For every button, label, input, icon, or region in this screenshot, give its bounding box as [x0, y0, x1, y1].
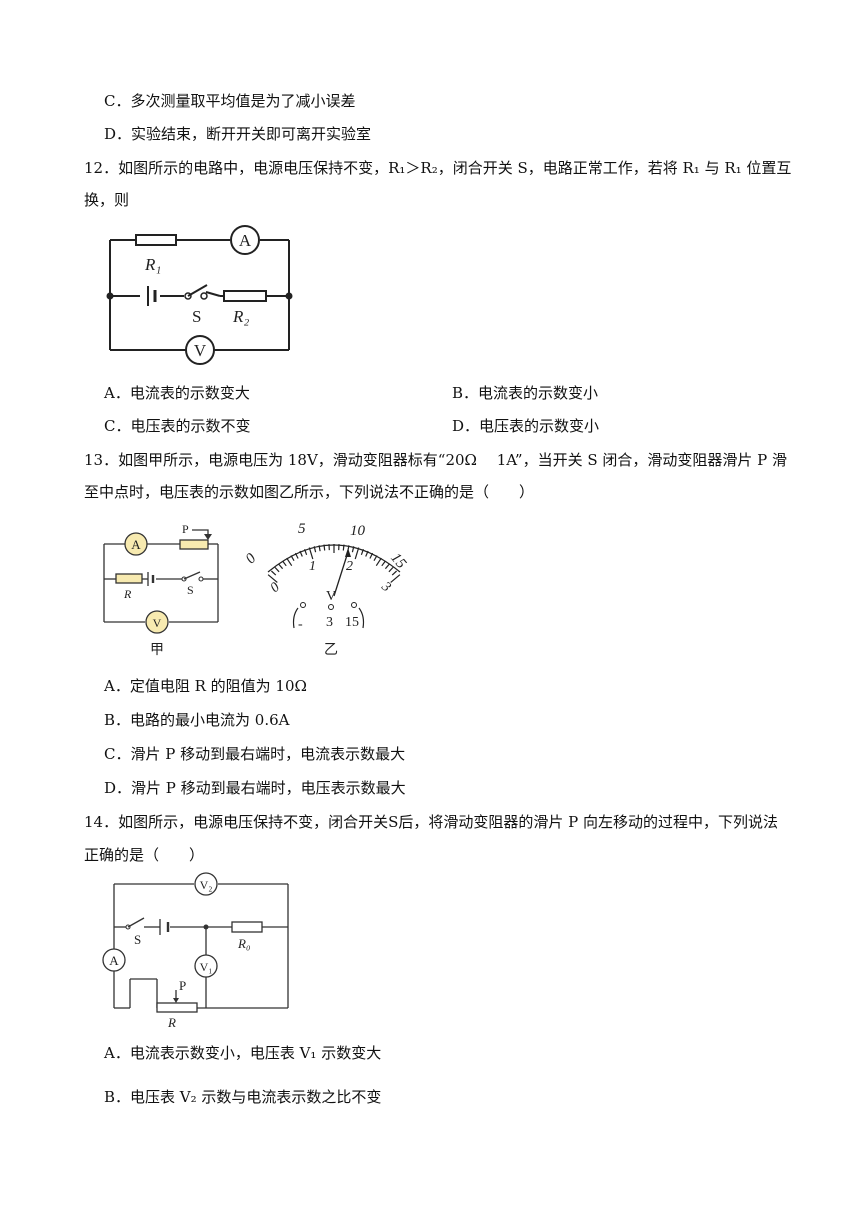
q12-resistor-r1 — [135, 234, 177, 246]
q14-stem-line2: 正确的是（ ） — [84, 846, 205, 864]
q13-stem-line1: 13．如图甲所示，电源电压为 18V，滑动变阻器标有“20Ω 1A”，当开关 S… — [84, 451, 788, 469]
q13-ammeter-label: A — [131, 537, 141, 552]
dial-upper-15: 15 — [387, 550, 409, 572]
q13-option-a: A．定值电阻 R 的阻值为 10Ω — [104, 677, 307, 695]
q13-s-label: S — [187, 583, 194, 597]
q14-voltmeter-v1-icon — [194, 954, 218, 978]
dial-unit: V — [326, 589, 336, 604]
q14-ammeter-label: A — [109, 953, 119, 968]
dial-lower-3: 3 — [378, 579, 394, 596]
q13-ammeter-icon — [124, 532, 148, 556]
q14-resistor-r0 — [231, 921, 263, 933]
q13-option-c: C．滑片 P 移动到最右端时，电流表示数最大 — [104, 745, 406, 763]
q13-voltmeter-dial-yi: 0 5 10 15 0 1 2 3 V - 3 15 乙 — [243, 521, 410, 658]
dial-lower-2: 2 — [346, 559, 353, 574]
dial-tick — [278, 563, 284, 570]
q14-ammeter-icon — [102, 948, 126, 972]
dial-tick — [391, 570, 398, 576]
q12-option-d: D．电压表的示数变小 — [452, 417, 600, 435]
q14-stem-line1: 14．如图所示，电源电压保持不变，闭合开关S后，将滑动变阻器的滑片 P 向左移动… — [84, 813, 778, 831]
q13-rheostat — [179, 539, 209, 550]
dial-upper-10: 10 — [350, 523, 366, 539]
dial-tick — [375, 557, 382, 567]
q13-option-d: D．滑片 P 移动到最右端时，电压表示数最大 — [104, 779, 406, 797]
dial-terminal-3: 3 — [326, 615, 333, 630]
dial-tick — [274, 566, 280, 573]
dial-tick — [270, 570, 277, 576]
dial-tick — [354, 547, 360, 560]
dial-tick — [282, 560, 287, 567]
q13-r-label: R — [123, 587, 132, 601]
q14-v1-label: V₁ — [200, 960, 213, 974]
q13-p-label: P — [182, 522, 189, 536]
q13-voltmeter-icon — [145, 610, 169, 634]
q14-p-label: P — [179, 978, 186, 993]
dial-tick — [388, 566, 394, 573]
q13-resistor-r — [115, 573, 143, 584]
dial-tick — [286, 557, 293, 567]
q14-voltmeter-v2-icon — [194, 872, 218, 896]
dial-terminal-minus: - — [298, 617, 303, 632]
q14-v2-label: V₂ — [200, 878, 213, 892]
q14-rheostat-r — [156, 1002, 198, 1013]
q12-option-a: A．电流表的示数变大 — [104, 384, 250, 402]
q13-stem-line2: 至中点时，电压表的示数如图乙所示，下列说法不正确的是（ ） — [84, 483, 535, 501]
q12-option-b: B．电流表的示数变小 — [452, 384, 599, 402]
q14-s-label: S — [134, 932, 141, 947]
q12-ammeter-label: A — [239, 231, 252, 250]
q14-r-label: R — [167, 1015, 176, 1030]
dial-tick — [384, 563, 390, 570]
q13-circuit-jia: A P R S V 甲 — [103, 522, 219, 658]
q12-r1-label: R₁ — [144, 255, 161, 274]
dial-upper-5: 5 — [298, 521, 306, 537]
dial-upper-0: 0 — [243, 550, 260, 567]
q12-r2-label: R₂ — [232, 307, 249, 326]
q12-voltmeter-icon — [185, 335, 215, 365]
q13-option-b: B．电路的最小电流为 0.6A — [104, 711, 290, 729]
q12-circuit-diagram: R₁ A S R₂ V — [106, 225, 293, 365]
q12-stem-line1: 12．如图所示的电路中，电源电压保持不变，R₁＞R₂，闭合开关 S，电路正常工作… — [84, 159, 792, 177]
dial-lower-1: 1 — [309, 559, 316, 574]
q14-option-b: B．电压表 V₂ 示数与电流表示数之比不变 — [104, 1088, 382, 1106]
dial-tick — [308, 547, 314, 560]
q14-circuit-diagram: V₂ S R₀ A V₁ P R — [102, 872, 289, 1030]
q12-stem-line2: 换，则 — [84, 191, 130, 209]
q12-voltmeter-label: V — [194, 341, 207, 360]
dial-lower-0: 0 — [268, 580, 283, 596]
q12-switch-label: S — [192, 307, 201, 326]
q14-option-a: A．电流表示数变小，电压表 V₁ 示数变大 — [104, 1044, 382, 1062]
q13-caption-yi: 乙 — [324, 642, 338, 658]
q12-ammeter-icon — [230, 225, 260, 255]
q11-option-d: D．实验结束，断开开关即可离开实验室 — [104, 125, 372, 143]
q14-r0-label: R₀ — [237, 936, 250, 951]
dial-tick — [381, 560, 386, 567]
dial-tick — [267, 574, 278, 583]
q12-resistor-r2 — [223, 290, 267, 302]
q13-voltmeter-label: V — [153, 616, 162, 630]
q12-option-c: C．电压表的示数不变 — [104, 417, 251, 435]
dial-tick — [390, 574, 401, 583]
dial-needle — [333, 551, 349, 597]
dial-terminal-15: 15 — [345, 615, 359, 630]
q11-option-c: C．多次测量取平均值是为了减小误差 — [104, 92, 356, 110]
q13-caption-jia: 甲 — [150, 643, 164, 658]
